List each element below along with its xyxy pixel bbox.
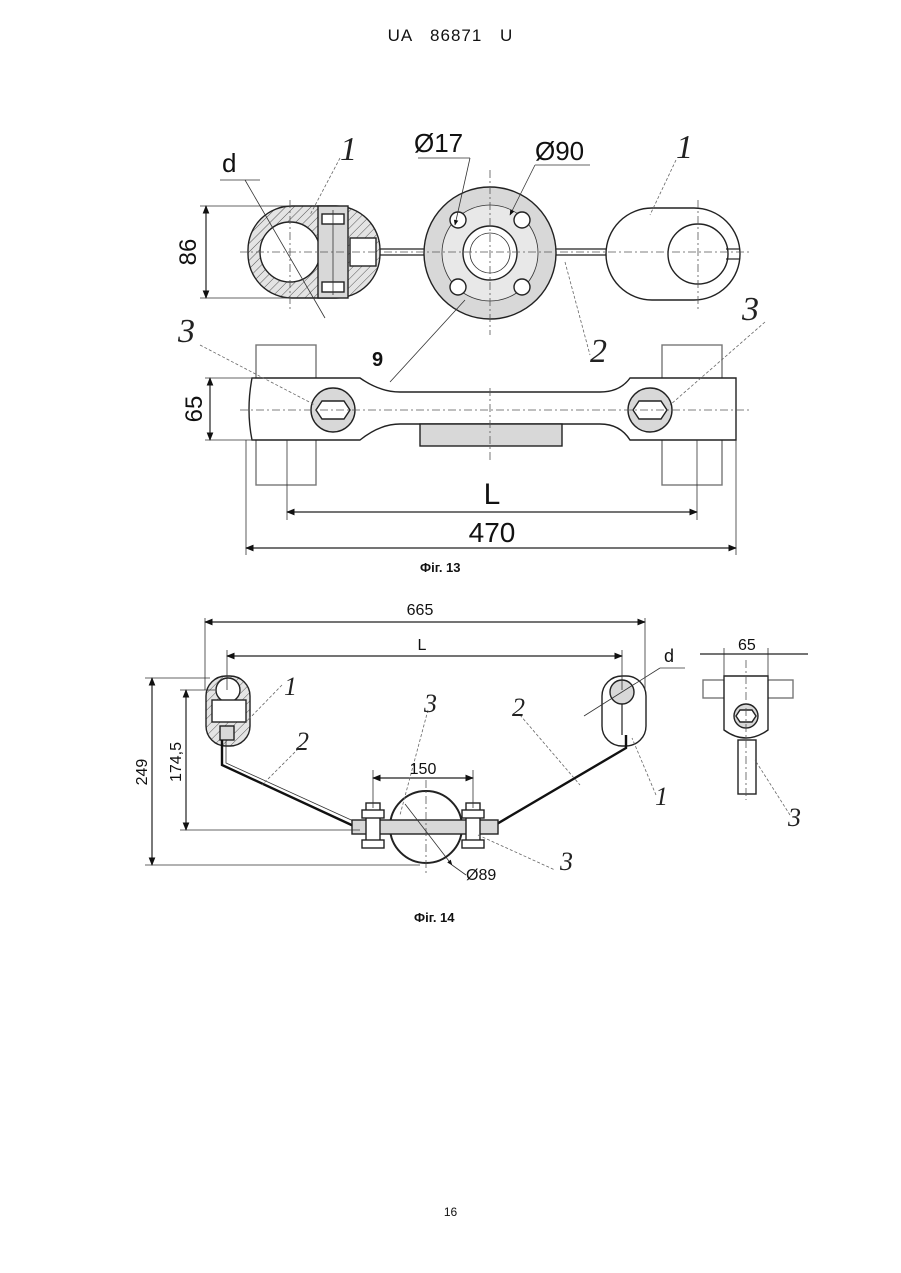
fig14-dim-89: Ø89 xyxy=(466,867,496,884)
figure-13-caption: Фіг. 13 xyxy=(420,560,461,575)
fig14-dim-L: L xyxy=(418,637,427,654)
fig13-label-2: 2 xyxy=(590,333,607,370)
fig13-label-1-right: 1 xyxy=(676,129,693,166)
fig14-label-3-side: 3 xyxy=(787,803,801,832)
figure-14-caption: Фіг. 14 xyxy=(414,910,455,925)
fig14-dim-150: 150 xyxy=(410,761,437,778)
fig14-dim-249: 249 xyxy=(134,759,151,786)
fig14-dim-665: 665 xyxy=(407,602,434,619)
fig14-dim-174-5: 174,5 xyxy=(168,742,185,782)
fig13-label-9: 9 xyxy=(372,349,383,371)
fig14-left-clamp xyxy=(206,676,250,746)
fig13-dim-65: 65 xyxy=(181,396,208,423)
fig13-dim-L: L xyxy=(484,478,501,511)
fig14-label-2-left: 2 xyxy=(296,727,309,756)
fig14-label-3-bottom: 3 xyxy=(559,847,573,876)
fig14-label-3-top: 3 xyxy=(423,689,437,718)
fig13-dim-470: 470 xyxy=(469,517,516,548)
fig14-side-view xyxy=(703,676,793,794)
fig13-dim-86: 86 xyxy=(175,239,202,266)
figure-13: d 86 1 Ø17 Ø90 1 2 3 3 9 65 L 470 xyxy=(175,128,765,555)
fig13-label-3-left: 3 xyxy=(177,313,195,350)
fig14-label-2-right: 2 xyxy=(512,693,525,722)
fig14-pipe-clamp xyxy=(352,791,498,863)
fig13-dim-bolt-hole: Ø17 xyxy=(414,128,463,158)
fig13-plate xyxy=(249,378,736,446)
fig13-label-3-right: 3 xyxy=(741,291,759,328)
fig14-label-1-left: 1 xyxy=(284,672,297,701)
fig14-right-clamp xyxy=(602,676,646,746)
fig14-label-1-right: 1 xyxy=(655,782,668,811)
fig13-label-1-left: 1 xyxy=(340,131,357,168)
page-number: 16 xyxy=(0,1205,901,1219)
fig13-dim-flange: Ø90 xyxy=(535,136,584,166)
figure-14: 665 L d 65 249 174,5 150 Ø89 1 2 3 2 1 3… xyxy=(134,602,808,884)
fig14-dim-65: 65 xyxy=(738,637,756,654)
fig13-right-clamp xyxy=(606,208,740,300)
fig14-dim-d: d xyxy=(664,646,674,666)
fig13-dim-d: d xyxy=(222,148,236,178)
